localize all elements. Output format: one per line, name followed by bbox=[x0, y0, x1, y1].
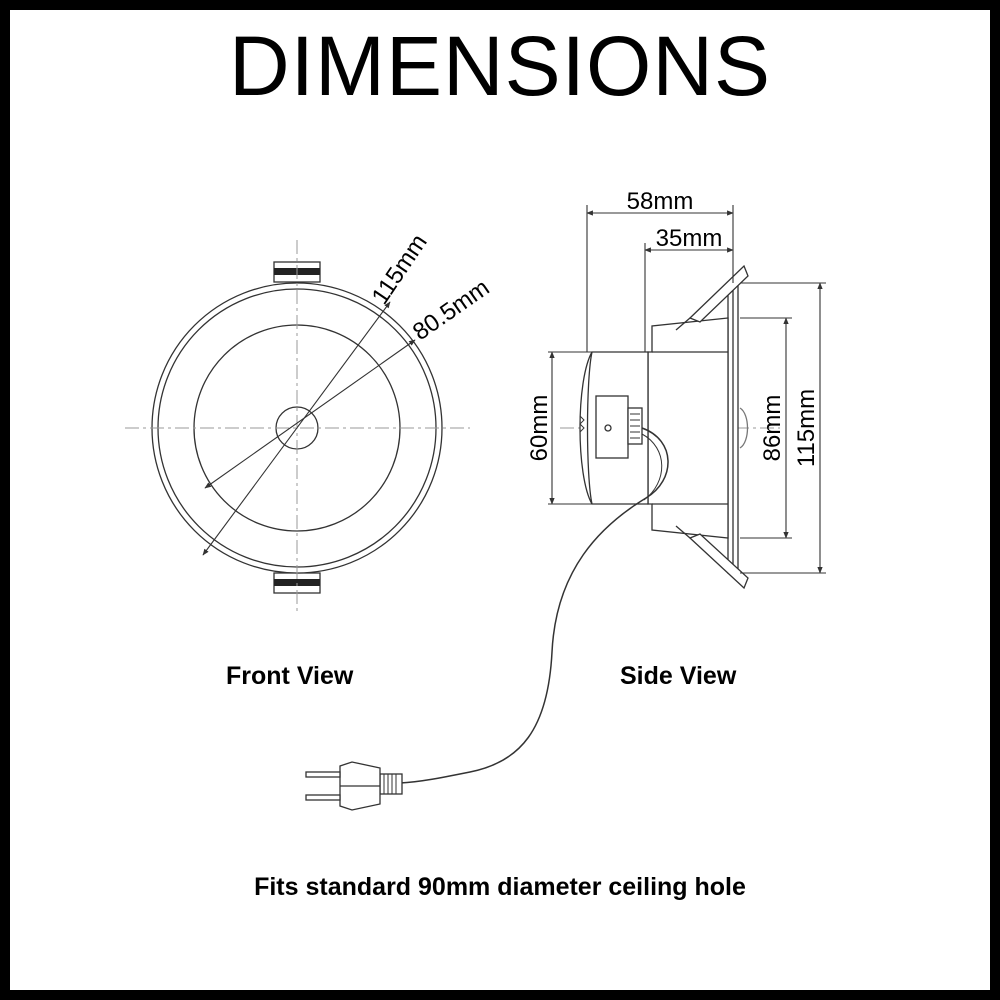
side-total-depth-label: 58mm bbox=[627, 188, 694, 215]
side-driver-height-label: 60mm bbox=[526, 395, 553, 462]
driver-terminal-block bbox=[595, 395, 629, 459]
side-bottom-spring-arm bbox=[688, 533, 749, 590]
ceiling-hole-caption: Fits standard 90mm diameter ceiling hole bbox=[254, 873, 746, 901]
front-inner-diameter-line bbox=[204, 339, 416, 489]
side-top-spring-arm bbox=[688, 264, 749, 323]
plug-pin-top bbox=[305, 771, 341, 778]
plug-pin-bottom bbox=[305, 794, 341, 801]
page-title: DIMENSIONS bbox=[228, 19, 772, 113]
side-outer-diameter-label: 115mm bbox=[793, 389, 820, 467]
front-view-drawing bbox=[125, 240, 470, 612]
side-conical-body bbox=[647, 317, 729, 539]
front-view-label: Front View bbox=[226, 662, 354, 690]
power-plug bbox=[305, 761, 403, 811]
side-view-drawing bbox=[305, 264, 780, 811]
front-outer-diameter-label: 115mm bbox=[367, 229, 433, 309]
side-view-label: Side View bbox=[620, 662, 737, 690]
front-inner-diameter-label: 80.5mm bbox=[408, 274, 495, 346]
side-body-depth-label: 35mm bbox=[656, 225, 723, 252]
side-inner-diameter-label: 86mm bbox=[759, 395, 786, 462]
power-cord bbox=[399, 427, 669, 784]
